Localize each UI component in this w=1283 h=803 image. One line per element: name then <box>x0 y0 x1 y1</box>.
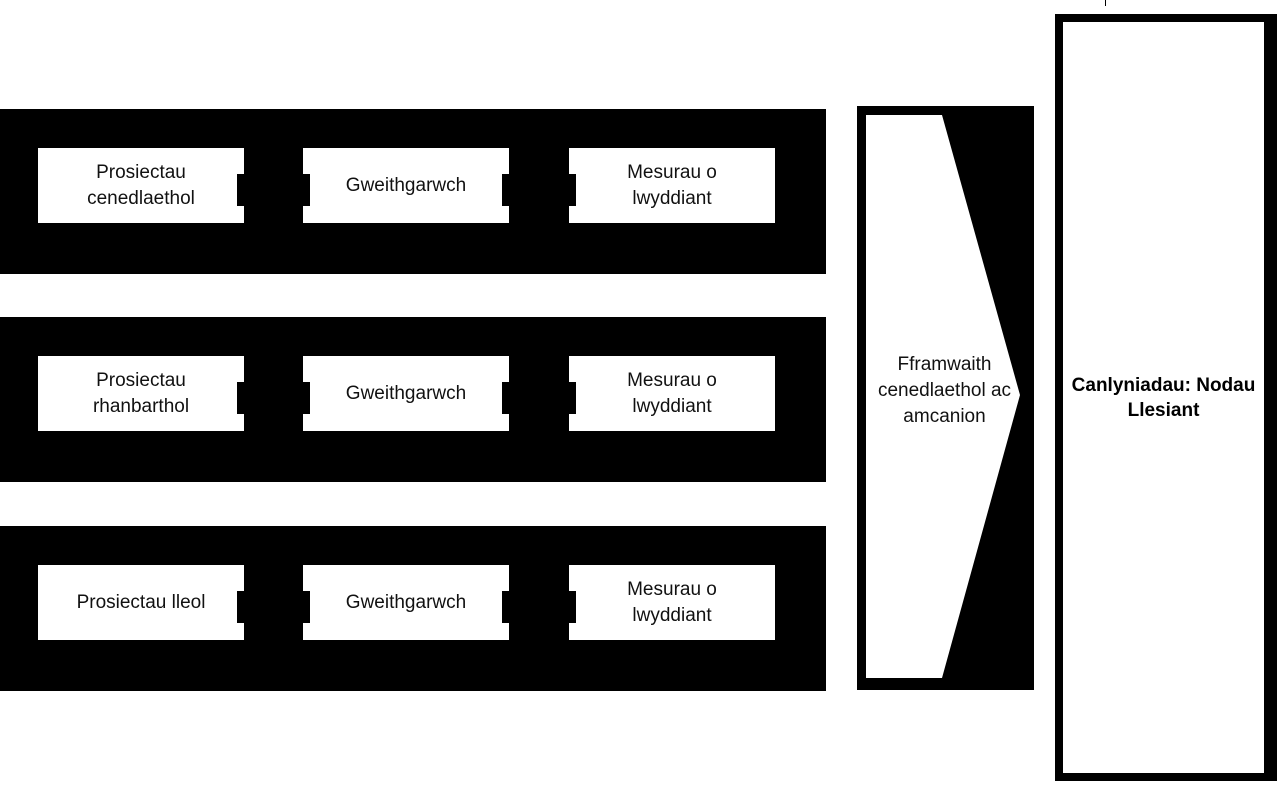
project-label: Prosiectau lleol <box>76 591 206 613</box>
connector <box>502 382 509 414</box>
measures-box: Mesurau o lwyddiant <box>569 565 775 640</box>
connector <box>303 382 310 414</box>
activity-label: Gweithgarwch <box>345 591 467 613</box>
framework-label: Fframwaith cenedlaethol ac amcanion <box>877 354 1012 427</box>
measures-label: Mesurau o lwyddiant <box>627 161 717 209</box>
project-box: Prosiectau cenedlaethol <box>38 148 244 223</box>
row-local: Prosiectau lleol Gweithgarwch Mesurau o … <box>0 526 826 691</box>
connector <box>303 591 310 623</box>
connector <box>502 174 509 206</box>
row-national: Prosiectau cenedlaethol Gweithgarwch Mes… <box>0 109 826 274</box>
activity-box: Gweithgarwch <box>303 148 509 223</box>
activity-label: Gweithgarwch <box>345 174 467 196</box>
connector <box>237 382 244 414</box>
project-box: Prosiectau lleol <box>38 565 244 640</box>
project-box: Prosiectau rhanbarthol <box>38 356 244 431</box>
framework-arrow <box>866 115 1020 678</box>
measures-box: Mesurau o lwyddiant <box>569 148 775 223</box>
connector <box>237 591 244 623</box>
connector <box>303 174 310 206</box>
connector <box>237 174 244 206</box>
connector <box>502 591 509 623</box>
row-regional: Prosiectau rhanbarthol Gweithgarwch Mesu… <box>0 317 826 482</box>
connector <box>569 174 576 206</box>
tick-mark <box>1105 0 1106 6</box>
measures-label: Mesurau o lwyddiant <box>627 578 717 626</box>
framework-panel: Fframwaith cenedlaethol ac amcanion <box>857 106 1034 690</box>
activity-box: Gweithgarwch <box>303 356 509 431</box>
activity-box: Gweithgarwch <box>303 565 509 640</box>
measures-box: Mesurau o lwyddiant <box>569 356 775 431</box>
connector <box>569 591 576 623</box>
project-label: Prosiectau rhanbarthol <box>92 369 190 417</box>
connector <box>569 382 576 414</box>
project-label: Prosiectau cenedlaethol <box>87 161 195 209</box>
outcomes-label: Canlyniadau: Nodau Llesiant <box>1071 374 1256 421</box>
activity-label: Gweithgarwch <box>345 382 467 404</box>
outcomes-box: Canlyniadau: Nodau Llesiant <box>1055 14 1277 781</box>
measures-label: Mesurau o lwyddiant <box>627 369 717 417</box>
